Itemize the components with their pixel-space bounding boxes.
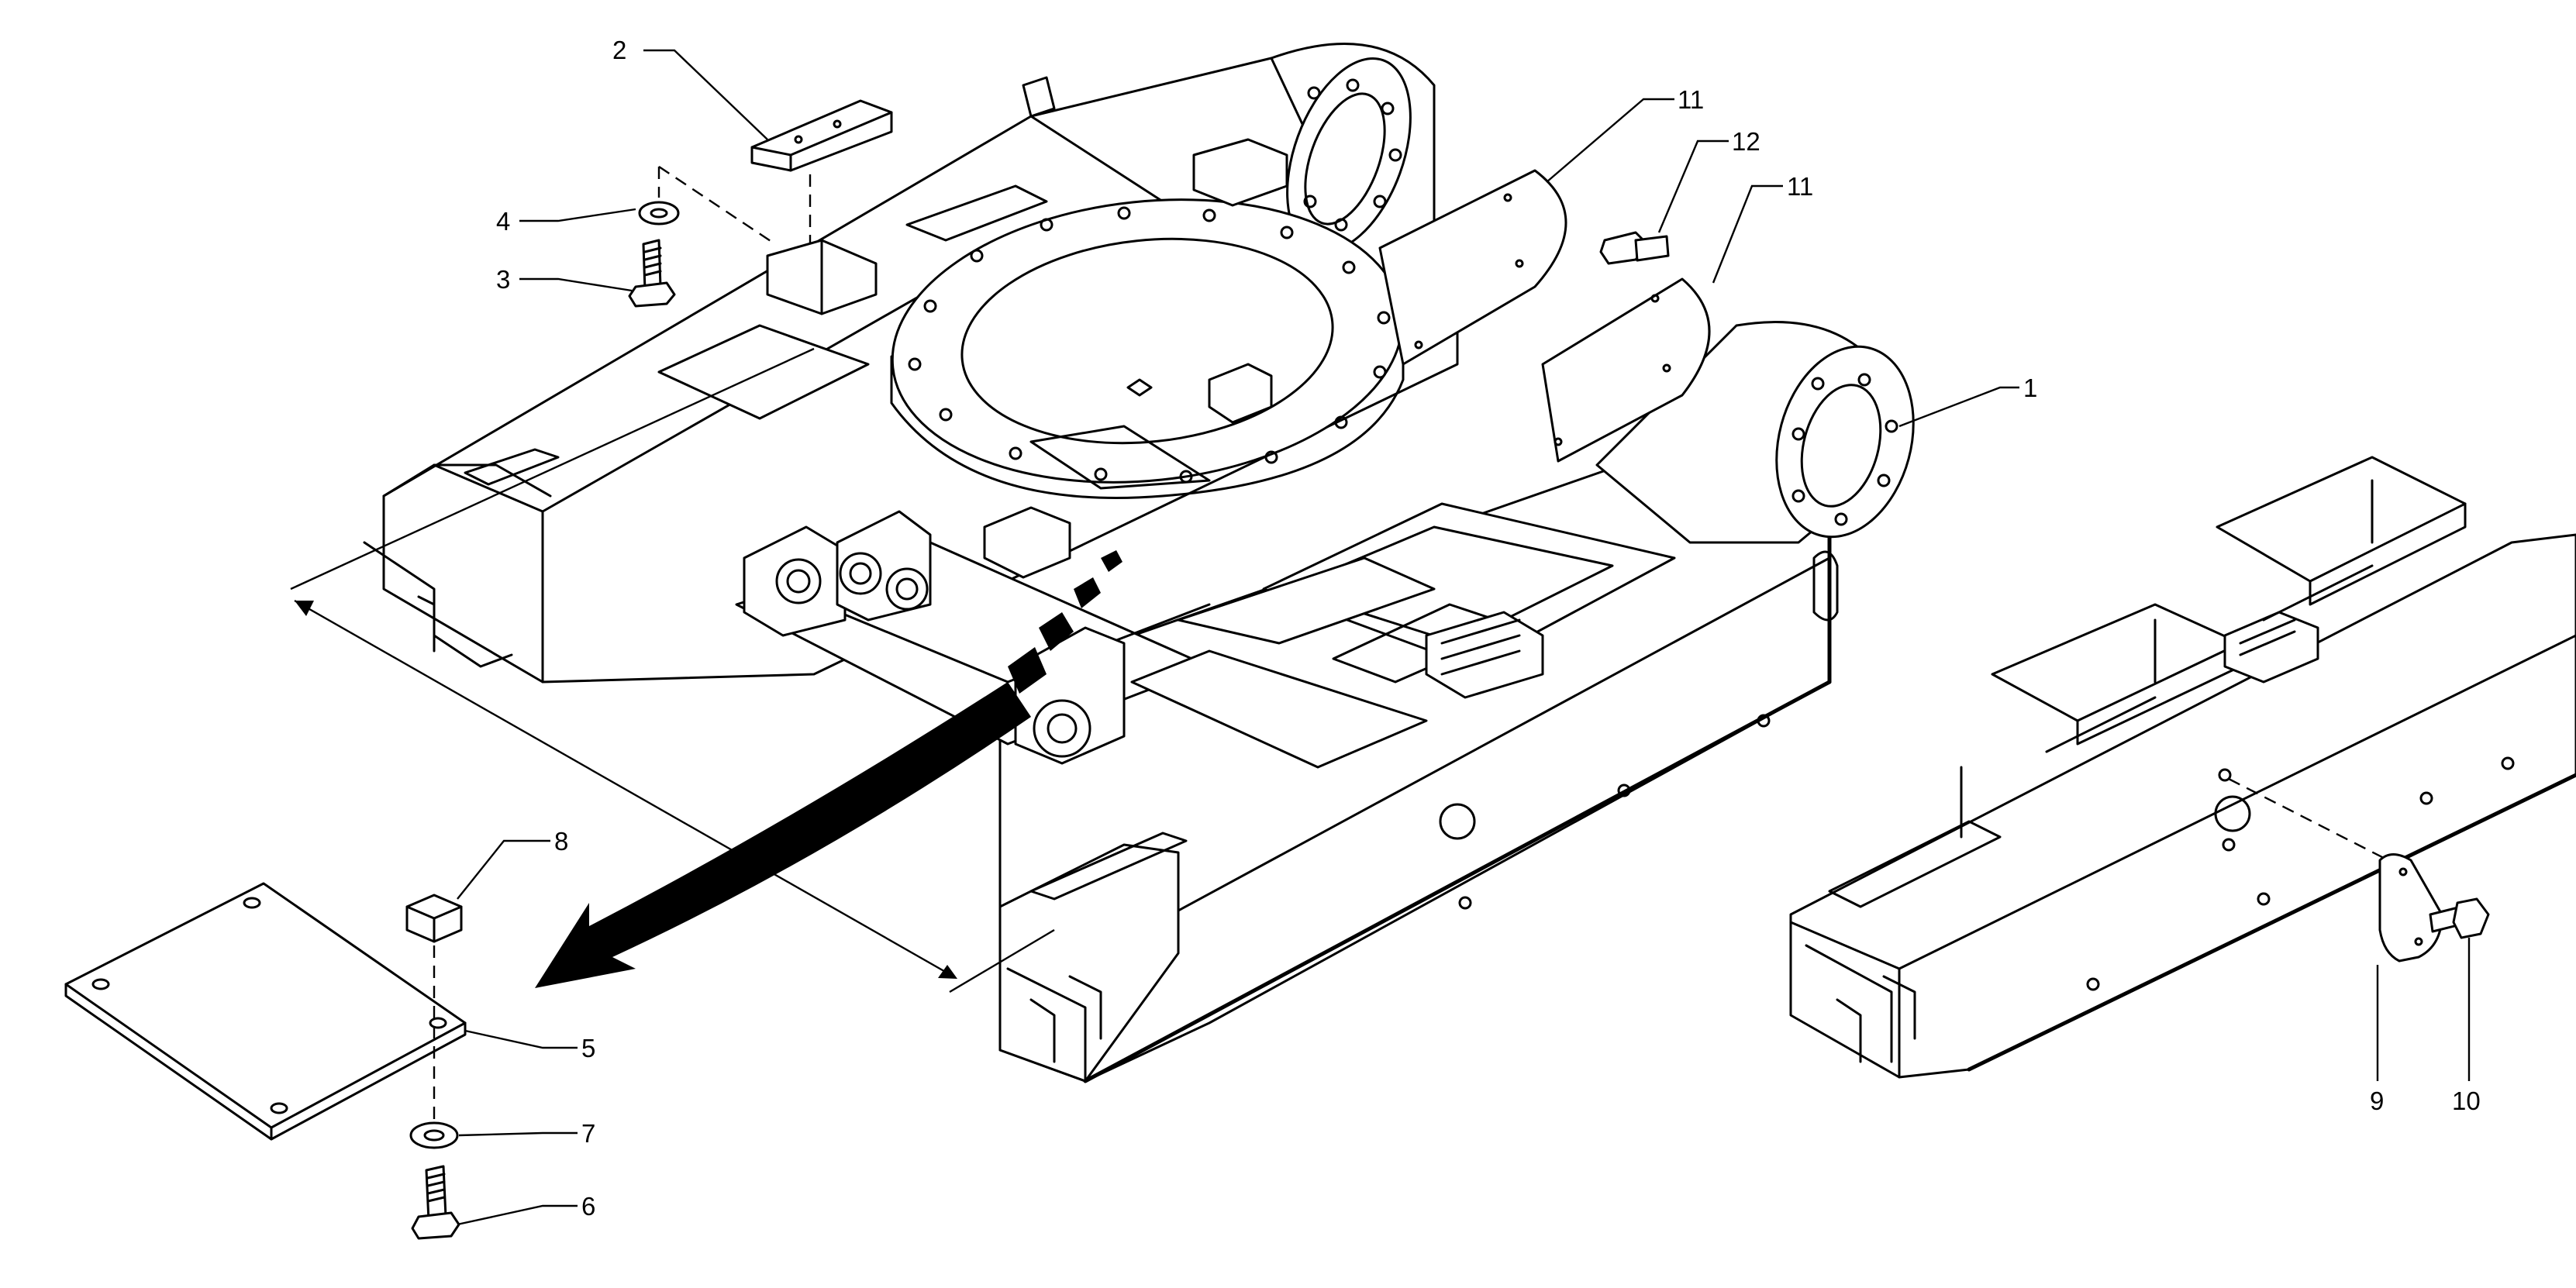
bolt-part-12 (1599, 231, 1670, 265)
callout-10: 10 (2452, 1087, 2481, 1115)
shim-part-11-upper (1378, 169, 1567, 366)
callout-11-upper: 11 (1678, 85, 1704, 114)
dimension-line (290, 347, 1055, 994)
pad-part-2 (750, 99, 893, 315)
callout-8: 8 (554, 827, 568, 856)
washer-part-7 (409, 1121, 459, 1149)
nut-part-8 (405, 894, 463, 1131)
track-frame (363, 42, 1915, 1083)
callout-9: 9 (2370, 1087, 2384, 1115)
leader-lines (457, 49, 2471, 1226)
cover-plate-part-5 (64, 882, 467, 1141)
washer-part-4 (638, 201, 680, 226)
callout-12: 12 (1732, 127, 1760, 156)
callout-6: 6 (581, 1192, 595, 1221)
bolt-part-10 (2429, 897, 2490, 939)
assembly-direction-arrow (535, 550, 1122, 988)
bolt-part-6 (411, 1165, 460, 1240)
bolt-part-3 (628, 239, 676, 308)
callout-4: 4 (496, 207, 510, 236)
callout-7: 7 (581, 1119, 595, 1148)
callout-2: 2 (612, 36, 626, 64)
detail-view-track-frame (1789, 456, 2576, 1079)
callout-5: 5 (581, 1034, 595, 1062)
callout-1: 1 (2023, 374, 2037, 402)
cover-part-9 (2378, 853, 2443, 963)
shim-part-11-lower (1541, 277, 1711, 463)
callout-3: 3 (496, 265, 510, 294)
callout-11-lower: 11 (1787, 172, 1813, 201)
